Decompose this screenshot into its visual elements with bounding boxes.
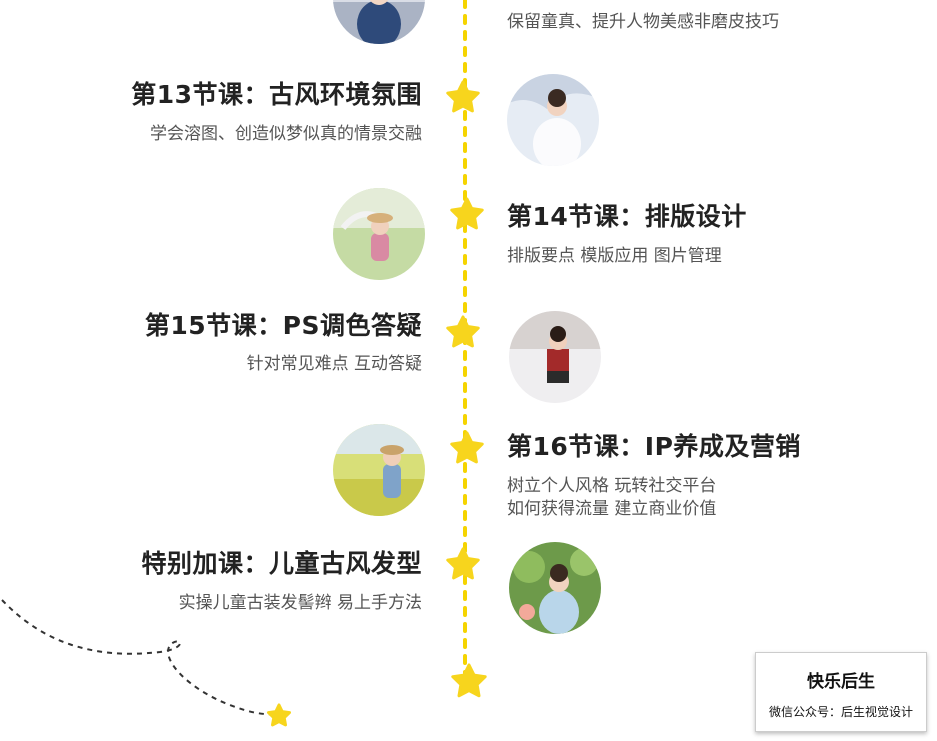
special-lesson-title: 特别加课：儿童古风发型 bbox=[141, 549, 422, 578]
lesson-15-photo bbox=[509, 311, 601, 403]
lesson-16-desc-line-1: 树立个人风格 玩转社交平台 bbox=[507, 476, 717, 496]
watermark-name: 快乐后生 bbox=[807, 672, 875, 692]
watermark-stamp: 快乐后生 微信公众号：后生视觉设计 bbox=[755, 652, 927, 732]
lesson-14-desc: 排版要点 模版应用 图片管理 bbox=[507, 246, 722, 266]
star-icon bbox=[450, 431, 484, 464]
lesson-16-title: 第16节课：IP养成及营销 bbox=[507, 432, 801, 461]
watermark-subtitle: 微信公众号：后生视觉设计 bbox=[768, 705, 913, 719]
star-icon bbox=[446, 80, 480, 113]
lesson-16-photo bbox=[333, 424, 425, 516]
special-lesson-photo bbox=[509, 542, 601, 634]
lesson-15-title: 第15节课：PS调色答疑 bbox=[144, 311, 422, 340]
special-lesson-desc: 实操儿童古装发髻辫 易上手方法 bbox=[178, 593, 422, 613]
lesson-14-title: 第14节课：排版设计 bbox=[507, 202, 747, 231]
lesson-15-desc: 针对常见难点 互动答疑 bbox=[246, 354, 422, 374]
lesson-13-photo bbox=[507, 74, 599, 166]
star-icon bbox=[446, 547, 480, 580]
lesson-14-photo bbox=[333, 188, 425, 280]
lesson-12-photo bbox=[333, 0, 425, 44]
star-icon bbox=[267, 703, 291, 727]
lesson-12-desc: 保留童真、提升人物美感非磨皮技巧 bbox=[507, 12, 779, 32]
star-icon bbox=[451, 663, 487, 698]
star-icon bbox=[446, 315, 480, 348]
star-icon bbox=[450, 197, 484, 230]
lesson-13-desc: 学会溶图、创造似梦似真的情景交融 bbox=[150, 124, 422, 144]
dashed-curve-path bbox=[1, 599, 276, 716]
lesson-16-desc-line-2: 如何获得流量 建立商业价值 bbox=[507, 499, 717, 519]
lesson-13-title: 第13节课：古风环境氛围 bbox=[131, 80, 422, 109]
